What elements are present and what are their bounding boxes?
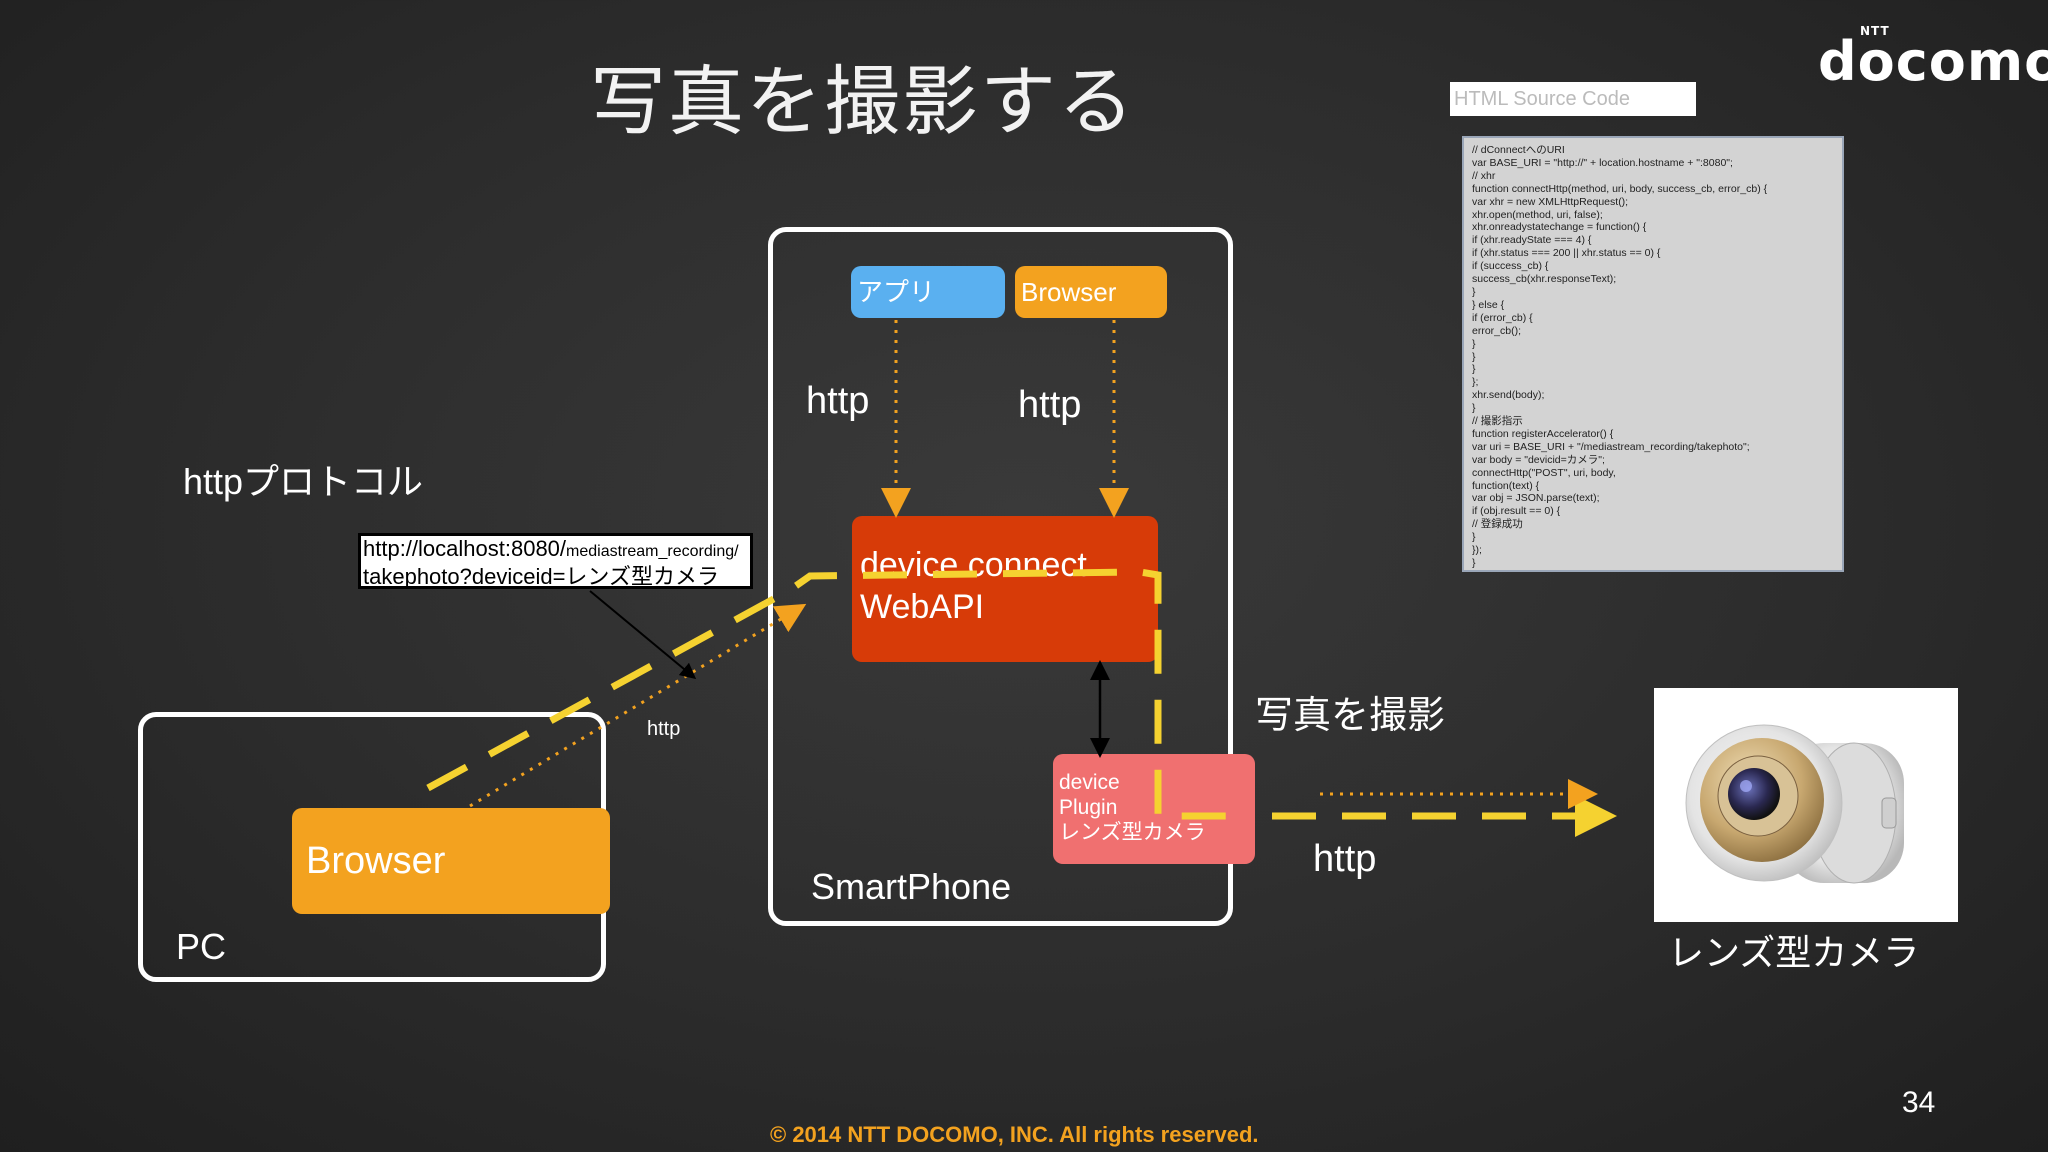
http-camera-label: http: [1313, 838, 1377, 880]
app-node: アプリ: [851, 266, 1005, 318]
camera-label: レンズ型カメラ: [1668, 932, 1920, 973]
pc-browser-node: Browser: [292, 808, 610, 914]
request-url-box: http://localhost:8080/mediastream_record…: [358, 533, 753, 589]
device-plugin-line1: device: [1059, 771, 1120, 794]
source-code-header: HTML Source Code: [1450, 82, 1696, 116]
request-flow-dashed-path: [426, 568, 1240, 820]
device-plugin-line3: レンズ型カメラ: [1059, 821, 1206, 844]
url-path: mediastream_recording/: [566, 543, 739, 560]
http-label-browser: http: [1018, 384, 1082, 426]
pc-label: PC: [176, 926, 227, 967]
smartphone-frame: [768, 227, 1233, 926]
docomo-logo: NTT docomo: [1818, 24, 2048, 93]
url-callout-line: [589, 590, 697, 680]
device-plugin-line2: Plugin: [1059, 796, 1118, 819]
pc-to-webapi-dotted-arrow: [469, 603, 807, 808]
logo-ntt-superscript: NTT: [1860, 24, 1890, 38]
http-label-app: http: [806, 380, 870, 422]
logo-text: docomo: [1818, 30, 2048, 93]
source-code-block: // dConnectへのURI var BASE_URI = "http://…: [1462, 136, 1844, 572]
http-protocol-label: httpプロトコル: [183, 461, 424, 502]
smartphone-browser-node: Browser: [1015, 266, 1167, 318]
device-connect-line2: WebAPI: [860, 588, 985, 626]
slide-title: 写真を撮影する: [590, 57, 1136, 146]
http-small-label: http: [647, 718, 681, 740]
url-query: takephoto?deviceid=レンズ型カメラ: [363, 564, 719, 589]
device-plugin-node: device Plugin レンズ型カメラ: [1053, 754, 1255, 864]
device-connect-webapi-node: device connect WebAPI: [852, 516, 1158, 662]
copyright-footer: © 2014 NTT DOCOMO, INC. All rights reser…: [770, 1122, 1259, 1147]
page-number: 34: [1902, 1086, 1936, 1119]
smartphone-label: SmartPhone: [811, 866, 1012, 907]
lens-camera-image: [1654, 688, 1958, 922]
url-host: http://localhost:8080/: [363, 536, 567, 561]
take-photo-label: 写真を撮影: [1255, 695, 1446, 737]
